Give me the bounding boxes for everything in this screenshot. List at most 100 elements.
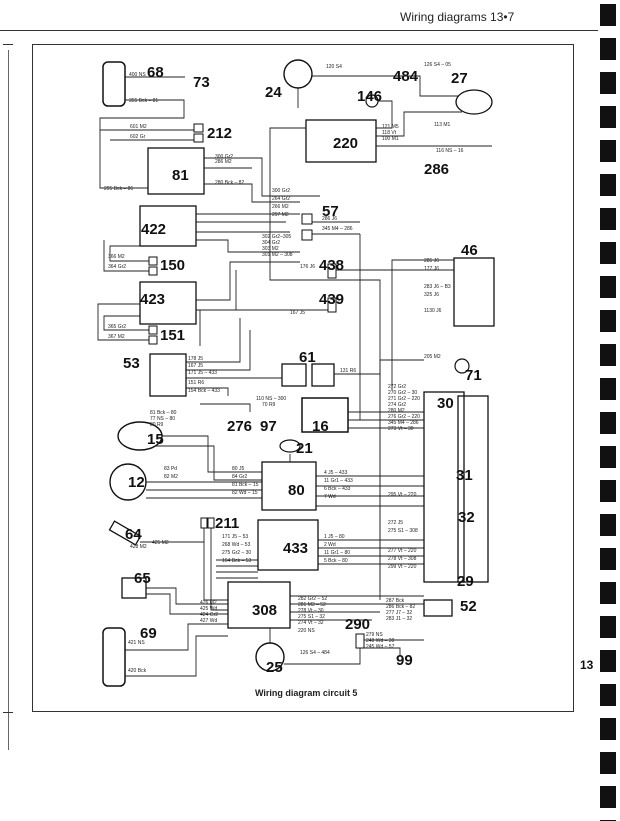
wire-label: 116 NS – 16	[436, 148, 464, 154]
spine-tab	[600, 752, 616, 774]
component-label-438: 438	[319, 257, 344, 274]
wire	[204, 183, 300, 203]
component-label-71: 71	[465, 367, 482, 384]
spine-tab	[600, 718, 616, 740]
component-label-484: 484	[393, 68, 419, 85]
wire-label: 295 Bck – 86	[104, 186, 133, 192]
wire-label: 171 J5 – 433	[188, 370, 217, 376]
wire-label: 81 Bck – 80	[150, 410, 177, 416]
wire-label: 297 M2	[272, 212, 289, 218]
relay-61b	[311, 363, 335, 387]
spine-tab	[600, 276, 616, 298]
component-label-151: 151	[160, 327, 185, 344]
wire-label: 424 Gr2	[200, 612, 218, 618]
component-label-146: 146	[357, 88, 382, 105]
relay-57a	[301, 213, 313, 225]
wire-label: 167 J5	[188, 363, 203, 369]
wire-label: 80 R9	[150, 422, 164, 428]
component-label-308: 308	[252, 602, 277, 619]
wire-label: 273 Vt – 30	[388, 426, 414, 432]
plug-151b	[148, 335, 158, 345]
component-label-73: 73	[193, 74, 210, 91]
component-label-220: 220	[333, 135, 358, 152]
switch-146	[365, 94, 379, 108]
wire-label: 82 M2	[164, 474, 178, 480]
wire	[391, 259, 454, 390]
spine-tab	[600, 38, 616, 60]
wire-label: 154 Bck – 433	[188, 388, 220, 394]
wire-label: 5 Bck – 80	[324, 558, 348, 564]
component-label-65: 65	[134, 570, 151, 587]
component-label-57: 57	[322, 203, 339, 220]
component-label-27: 27	[451, 70, 468, 87]
wire-label: 164 Bck – 53	[222, 558, 251, 564]
component-label-80: 80	[288, 482, 305, 499]
wire-label: 126 S4 – 05	[424, 62, 451, 68]
wire-label: 283 J6 – B3	[424, 284, 451, 290]
wire-label: 118 Vt	[382, 130, 397, 136]
battery-16	[301, 397, 349, 433]
spine-tab	[600, 72, 616, 94]
wire-label: 274 Gr2	[388, 402, 406, 408]
component-label-53: 53	[123, 355, 140, 372]
wire-label: 275 S1 – 32	[298, 614, 325, 620]
horn-24	[283, 59, 313, 89]
component-label-30: 30	[437, 395, 454, 412]
plug-151a	[148, 325, 158, 335]
wire-label: 272 Gr2	[388, 384, 406, 390]
switch-52	[423, 599, 453, 617]
wire-label: 601 M2	[130, 124, 147, 130]
wire-label: 275 Gr2 – 30	[222, 550, 251, 556]
wire-label: 113 M1	[434, 122, 451, 128]
fuse-438	[327, 263, 337, 279]
component-label-16: 16	[312, 418, 329, 435]
wire	[125, 623, 228, 651]
component-label-31: 31	[456, 467, 473, 484]
wire-label: 602 Gr	[130, 134, 146, 140]
wire-label: 345 M4 – 286	[322, 226, 353, 232]
component-label-61: 61	[299, 349, 316, 366]
crop-mark-bottom	[3, 712, 13, 713]
spine-tab	[600, 174, 616, 196]
wire-label: 1 J5 – 80	[324, 534, 345, 540]
spine-tab	[600, 616, 616, 638]
component-layer	[102, 59, 495, 687]
wire-label: 282 Gr2 – 52	[298, 596, 327, 602]
header-rule	[0, 30, 598, 31]
wire-label: 84 Gr2	[232, 474, 248, 480]
wire-label: 70 R9	[262, 402, 276, 408]
wire-label: 205 M2	[424, 354, 441, 360]
component-label-212: 212	[207, 125, 232, 142]
component-label-24: 24	[265, 84, 282, 101]
wire-label: 11 Gr1 – 80	[324, 550, 350, 556]
wire-label: 6 Bck – 433	[324, 486, 351, 492]
wire-label: 220 NS	[298, 628, 315, 634]
spine-tab	[600, 208, 616, 230]
component-label-68: 68	[147, 64, 164, 81]
wire-label: 427 Wd	[200, 618, 217, 624]
wire-label: 300 Gr2	[272, 188, 290, 194]
wire	[199, 309, 332, 346]
component-label-422: 422	[141, 221, 166, 238]
component-label-99: 99	[396, 652, 413, 669]
wire-label: 77 NS – 80	[150, 416, 175, 422]
component-label-32: 32	[458, 509, 475, 526]
wire-label: 286 Bck – 82	[386, 604, 415, 610]
relay-57b	[301, 229, 313, 241]
wire	[196, 261, 300, 301]
wire-label: 364 Gr2	[108, 264, 126, 270]
wire	[364, 647, 401, 656]
wire-label: 301 M2 – 308	[262, 252, 293, 258]
wire	[186, 330, 251, 371]
wire-label: 271 Gr2 – 220	[388, 396, 420, 402]
wire-label: 275 S1 – 308	[388, 528, 418, 534]
plug-150b	[148, 266, 158, 276]
page-header: Wiring diagrams 13•7	[400, 10, 515, 24]
wire	[210, 528, 228, 611]
wire	[99, 99, 185, 189]
connector-46	[453, 257, 495, 327]
wire-label: 11 Gr1 – 433	[324, 478, 353, 484]
wire-label: 299 Vt – 220	[388, 564, 417, 570]
component-label-15: 15	[147, 431, 164, 448]
